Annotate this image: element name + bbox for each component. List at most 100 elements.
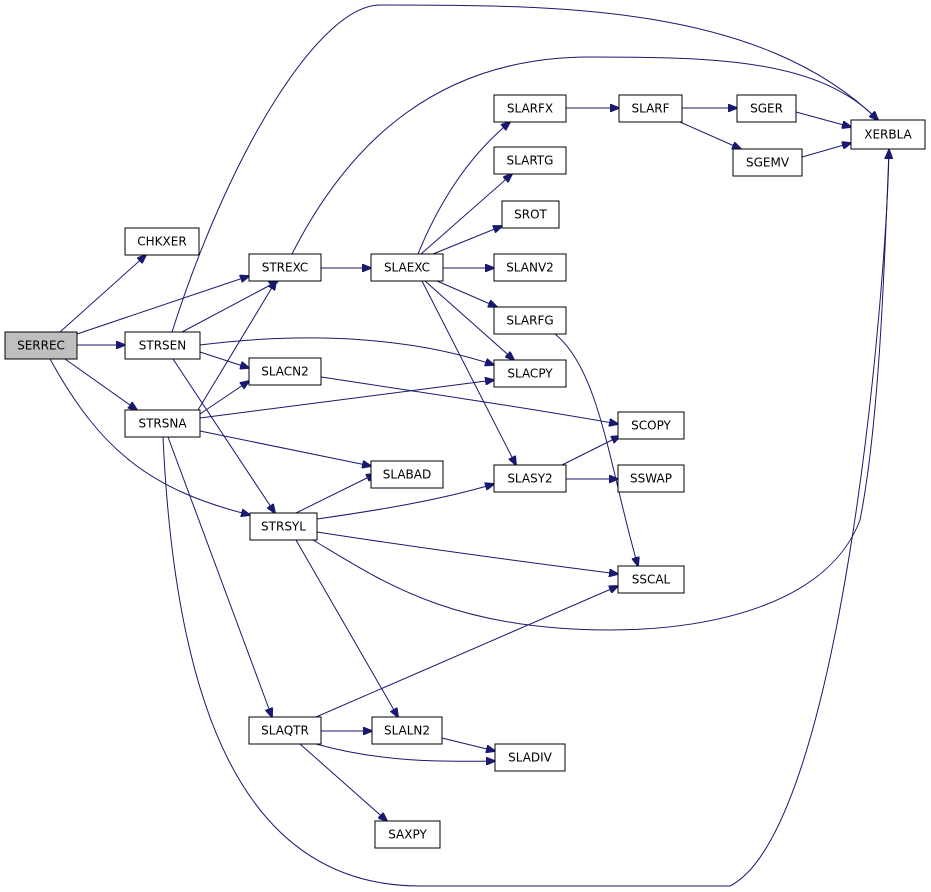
edge-path [199, 380, 494, 419]
edge-slaexc-to-slacpy [424, 280, 514, 360]
node-box [501, 200, 560, 229]
edge-path [679, 121, 741, 149]
node-slabad[interactable]: SLABAD [370, 460, 444, 489]
edge-path [295, 539, 398, 717]
node-strsna[interactable]: STRSNA [124, 409, 201, 438]
edge-slaqtr-to-sladiv [315, 743, 495, 761]
edge-path [554, 333, 638, 566]
edge-slaqtr-to-sscal [315, 586, 618, 718]
edge-strsyl-to-slaln2 [295, 539, 398, 717]
node-label: STRSEN [139, 339, 186, 353]
edge-path [199, 381, 249, 415]
node-label: SLAQTR [261, 724, 309, 738]
edge-slaexc-to-slarfx [417, 122, 510, 255]
edge-path [199, 351, 249, 368]
edge-path [316, 484, 494, 520]
edges-layer [49, 4, 889, 887]
node-sswap[interactable]: SSWAP [617, 464, 685, 493]
node-saxpy[interactable]: SAXPY [374, 820, 441, 849]
node-box [124, 227, 200, 256]
node-box [249, 512, 318, 541]
node-slarf[interactable]: SLARF [618, 94, 683, 123]
node-strsyl[interactable]: STRSYL [249, 512, 318, 541]
node-box [374, 820, 441, 849]
edge-slaexc-to-srot [432, 226, 502, 255]
node-slaqtr[interactable]: SLAQTR [248, 716, 322, 745]
edge-serrec-to-chkxer [59, 255, 146, 333]
nodes-layer: SERREC CHKXER STRSEN STRSNA STREXC SLACN2STRS… [4, 94, 926, 849]
node-box [850, 119, 926, 150]
node-label: SLARFX [507, 102, 553, 116]
node-chkxer[interactable]: CHKXER [124, 227, 200, 256]
node-box [617, 565, 685, 594]
edge-slaexc-to-slasy2 [421, 280, 516, 465]
edge-path [64, 358, 137, 410]
edge-strsna-to-slacn2 [199, 381, 249, 415]
node-label: SLACPY [507, 367, 553, 381]
node-sscal[interactable]: SSCAL [617, 565, 685, 594]
node-label: SLANV2 [506, 261, 554, 275]
node-box [493, 253, 567, 282]
node-srot[interactable]: SROT [501, 200, 560, 229]
node-slarfx[interactable]: SLARFX [493, 94, 567, 123]
node-slanv2[interactable]: SLANV2 [493, 253, 567, 282]
edge-slarf-to-sgemv [679, 121, 741, 149]
node-box [493, 359, 567, 388]
node-strsen[interactable]: STRSEN [124, 331, 201, 360]
edge-path [417, 122, 510, 255]
edge-slaexc-to-slarfg [436, 280, 497, 307]
edge-strsyl-to-xerbla [312, 150, 889, 631]
edge-serrec-to-strsna [64, 358, 137, 410]
node-label: SLASY2 [507, 472, 552, 486]
edge-slacn2-to-scopy [320, 376, 618, 424]
edge-path [315, 743, 495, 761]
node-box [248, 716, 322, 745]
node-label: SSWAP [630, 472, 672, 486]
node-serrec[interactable]: SERREC [4, 331, 78, 360]
node-sgemv[interactable]: SGEMV [732, 148, 803, 177]
node-scopy[interactable]: SCOPY [617, 411, 685, 440]
node-slacn2[interactable]: SLACN2 [248, 357, 322, 386]
node-slacpy[interactable]: SLACPY [493, 359, 567, 388]
node-label: SLARF [631, 102, 669, 116]
edge-path [795, 111, 851, 127]
edge-path [49, 358, 250, 515]
edge-path [167, 436, 272, 717]
node-label: SERREC [17, 339, 65, 353]
edge-strexc-to-xerbla [291, 56, 878, 255]
node-slaexc[interactable]: SLAEXC [370, 253, 444, 282]
node-label: SROT [514, 208, 547, 222]
node-label: SLAEXC [384, 261, 430, 275]
node-sger[interactable]: SGER [736, 94, 797, 123]
node-label: SLADIV [508, 751, 553, 765]
edge-slaexc-to-slartg [420, 174, 512, 255]
node-slarfg[interactable]: SLARFG [493, 306, 567, 335]
edge-sgemv-to-xerbla [801, 143, 851, 158]
edge-slasy2-to-scopy [561, 436, 620, 466]
node-slartg[interactable]: SLARTG [493, 146, 567, 175]
edge-path [420, 174, 512, 255]
edge-strsen-to-strexc [181, 281, 278, 333]
node-label: SSCAL [632, 573, 671, 587]
edge-path [299, 743, 387, 821]
node-box [617, 411, 685, 440]
node-box [124, 409, 201, 438]
edge-path [295, 474, 375, 514]
edge-sger-to-xerbla [795, 111, 851, 127]
node-box [4, 331, 78, 360]
edge-slaqtr-to-saxpy [299, 743, 387, 821]
edge-path [436, 280, 497, 307]
node-label: STREXC [262, 261, 309, 275]
edge-path [199, 430, 371, 466]
node-strexc[interactable]: STREXC [248, 253, 322, 282]
node-label: SLACN2 [261, 365, 309, 379]
node-slasy2[interactable]: SLASY2 [493, 464, 567, 493]
edge-slarfg-to-sscal [554, 333, 638, 566]
node-sladiv[interactable]: SLADIV [494, 743, 566, 772]
node-box [370, 253, 444, 282]
node-label: STRSNA [138, 417, 187, 431]
edge-path [421, 280, 516, 465]
node-slaln2[interactable]: SLALN2 [371, 716, 443, 745]
node-label: SLABAD [383, 468, 431, 482]
node-xerbla[interactable]: XERBLA [850, 119, 926, 150]
